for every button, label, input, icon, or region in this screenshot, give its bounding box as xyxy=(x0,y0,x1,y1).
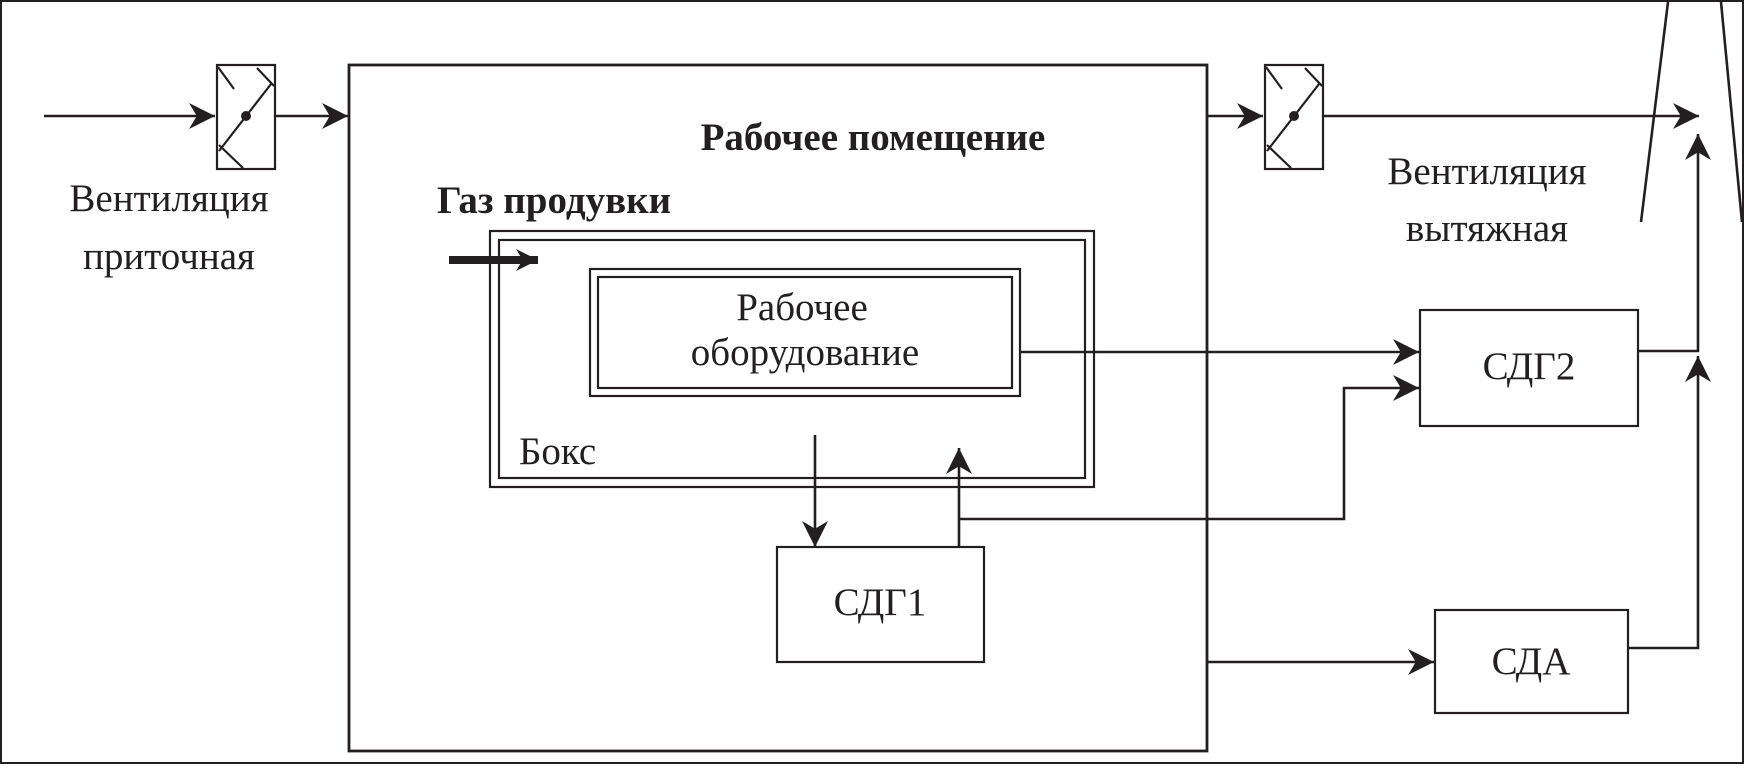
supply-ventilation-label-1: Вентиляция xyxy=(69,177,268,220)
sdg2-to-exhaust-line xyxy=(1638,134,1711,353)
sdg1-label: СДГ1 xyxy=(834,581,927,624)
supply-damper-icon xyxy=(215,63,277,171)
work-equipment: Рабочее оборудование xyxy=(588,267,1022,398)
sda-label: СДА xyxy=(1492,640,1571,683)
exhaust-ventilation-label-2: вытяжная xyxy=(1406,207,1568,250)
equipment-label-2: оборудование xyxy=(691,331,919,374)
supply-ventilation-label-2: приточная xyxy=(83,235,255,278)
exhaust-ventilation: Вентиляция вытяжная xyxy=(1207,63,1699,250)
sda-to-exhaust-line xyxy=(1628,356,1711,650)
equipment-label-1: Рабочее xyxy=(736,286,868,329)
exhaust-ventilation-label-1: Вентиляция xyxy=(1387,150,1586,193)
sdg2-label: СДГ2 xyxy=(1483,345,1576,388)
sdg1-to-sdg2-line xyxy=(959,375,1419,521)
exhaust-damper-icon xyxy=(1263,63,1325,171)
sdg2-node: СДГ2 xyxy=(1418,308,1640,428)
sda-node: СДА xyxy=(1433,608,1630,715)
exhaust-stack xyxy=(1639,1,1744,223)
purge-gas-label: Газ продувки xyxy=(437,179,671,222)
sdg1-node: СДГ1 xyxy=(775,545,986,664)
work-room-title: Рабочее помещение xyxy=(701,116,1046,159)
supply-ventilation: Вентиляция приточная xyxy=(44,63,348,278)
box-label: Бокс xyxy=(519,430,596,473)
